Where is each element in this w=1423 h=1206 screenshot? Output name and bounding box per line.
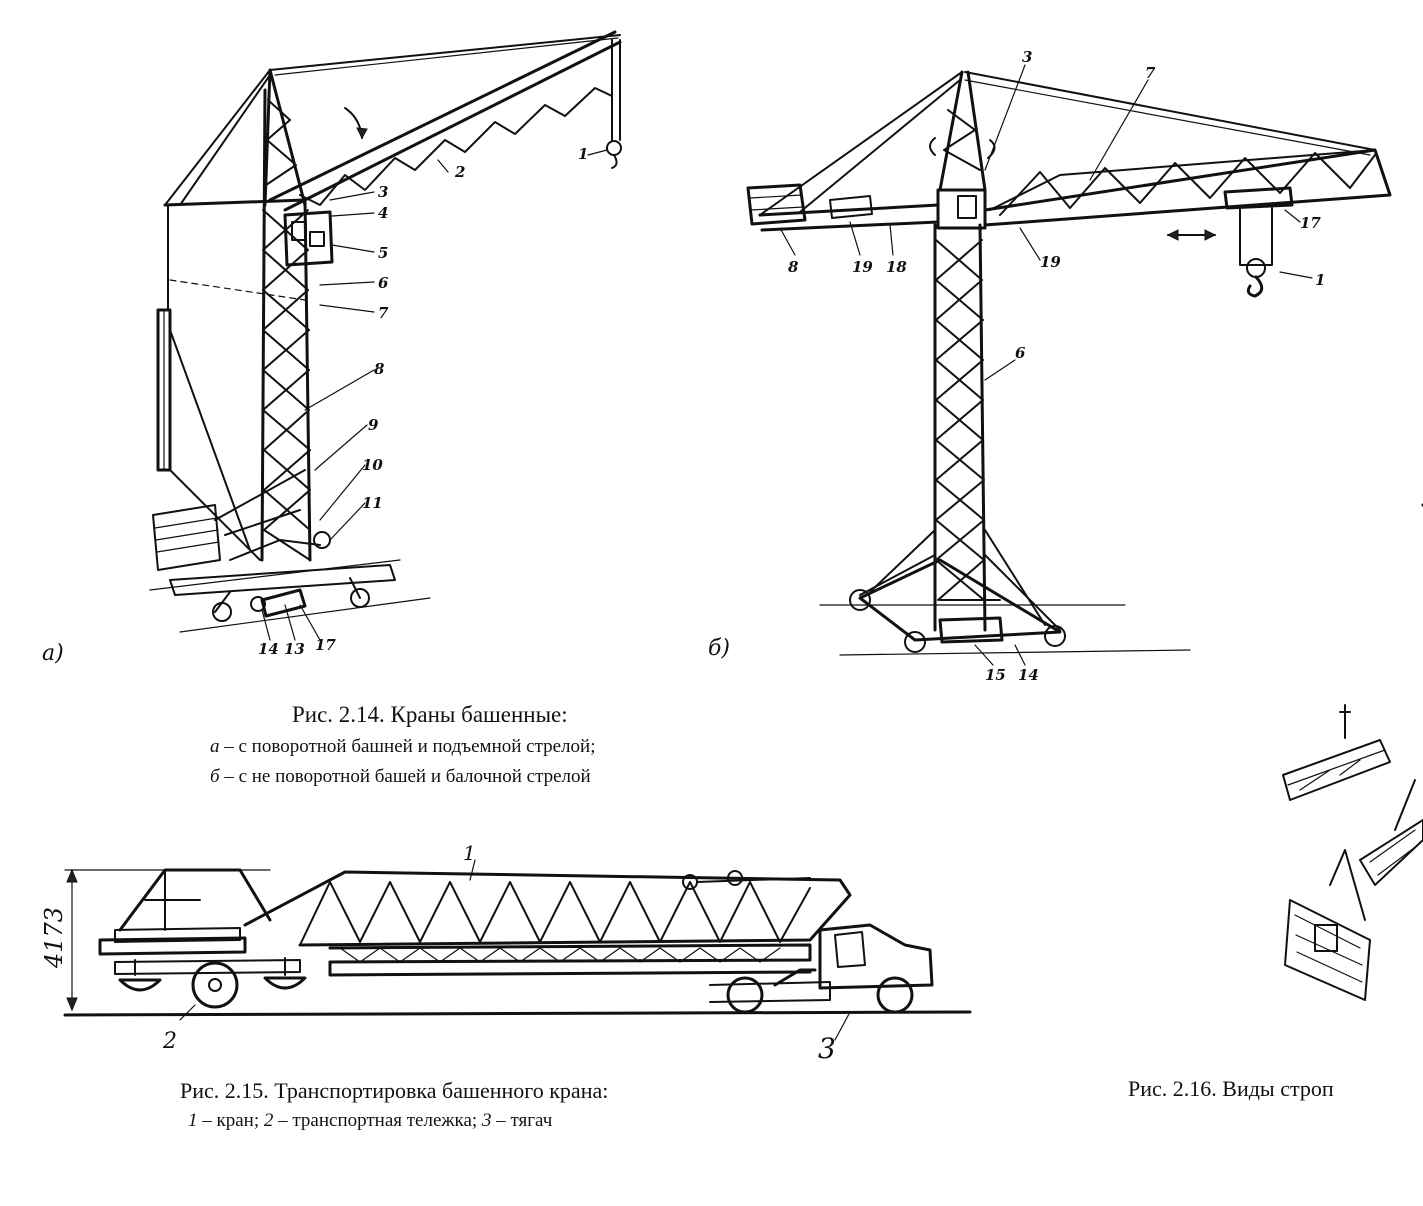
label-a-3: 3 xyxy=(378,183,388,201)
slings-drawing xyxy=(1282,503,1423,1001)
label-b-15: 15 xyxy=(985,666,1006,684)
legend-number-3: 3 xyxy=(481,1110,492,1131)
transport-labels: 1 2 3 4173 xyxy=(40,841,851,1065)
label-a-17: 17 xyxy=(315,636,336,654)
label-a-4: 4 xyxy=(378,204,388,222)
caption-letter-a: а xyxy=(210,736,220,757)
crane-b-labels: 3 7 8 19 18 19 17 1 6 15 14 б) xyxy=(708,48,1325,684)
caption-text-a: – с поворотной башней и подъемной стрело… xyxy=(219,736,596,757)
label-b-1: 1 xyxy=(1315,271,1325,289)
subfigure-b-letter: б) xyxy=(708,636,730,661)
label-a-14: 14 xyxy=(258,640,279,658)
fig-2-14-caption-line-a: а – с поворотной башней и подъемной стре… xyxy=(210,736,595,758)
fig-2-15-caption-title: Рис. 2.15. Транспортировка башенного кра… xyxy=(180,1078,609,1103)
fig-2-14-caption-title: Рис. 2.14. Краны башенные: xyxy=(292,702,568,727)
label-b-19-right: 19 xyxy=(1040,253,1061,271)
transport-label-3: 3 xyxy=(818,1032,836,1065)
legend-text-3: – тягач xyxy=(491,1110,553,1131)
crane-a-labels: 1 2 3 4 5 6 7 8 9 10 11 14 13 17 а) xyxy=(42,145,608,666)
legend-text-2: – транспортная тележка; xyxy=(273,1110,482,1131)
label-a-8: 8 xyxy=(374,360,385,378)
label-b-19-left: 19 xyxy=(852,258,873,276)
fig-2-14-caption-line-b: б – с не поворотной башей и балочной стр… xyxy=(210,766,591,788)
fig-2-15-caption-legend: 1 – кран; 2 – транспортная тележка; 3 – … xyxy=(188,1110,552,1132)
crane-b-drawing xyxy=(746,70,1392,656)
label-a-10: 10 xyxy=(362,456,383,474)
subfigure-a-letter: а) xyxy=(42,641,64,666)
transport-label-2: 2 xyxy=(162,1029,177,1054)
transport-label-1: 1 xyxy=(463,841,476,865)
label-b-6: 6 xyxy=(1015,344,1026,362)
label-a-13: 13 xyxy=(284,640,305,658)
crane-a-drawing xyxy=(149,30,622,633)
label-a-9: 9 xyxy=(368,416,379,434)
label-a-6: 6 xyxy=(378,274,389,292)
label-b-7: 7 xyxy=(1145,64,1156,82)
caption-letter-b: б xyxy=(210,766,220,787)
caption-text-b: – с не поворотной башей и балочной стрел… xyxy=(219,766,591,787)
label-a-2: 2 xyxy=(454,163,465,181)
label-b-8: 8 xyxy=(788,258,799,276)
label-a-1: 1 xyxy=(578,145,588,163)
fig-2-16-caption-title: Рис. 2.16. Виды строп xyxy=(1128,1076,1334,1101)
label-b-3: 3 xyxy=(1022,48,1032,66)
label-a-7: 7 xyxy=(378,304,389,322)
transport-dimension: 4173 xyxy=(40,907,68,969)
transport-drawing xyxy=(63,868,972,1017)
label-a-5: 5 xyxy=(378,244,388,262)
label-b-14: 14 xyxy=(1018,666,1039,684)
legend-number-1: 1 xyxy=(188,1110,198,1131)
label-a-11: 11 xyxy=(362,494,383,512)
legend-number-2: 2 xyxy=(263,1110,274,1131)
label-b-17: 17 xyxy=(1300,214,1321,232)
label-b-18: 18 xyxy=(886,258,907,276)
legend-text-1: – кран; xyxy=(197,1110,264,1131)
